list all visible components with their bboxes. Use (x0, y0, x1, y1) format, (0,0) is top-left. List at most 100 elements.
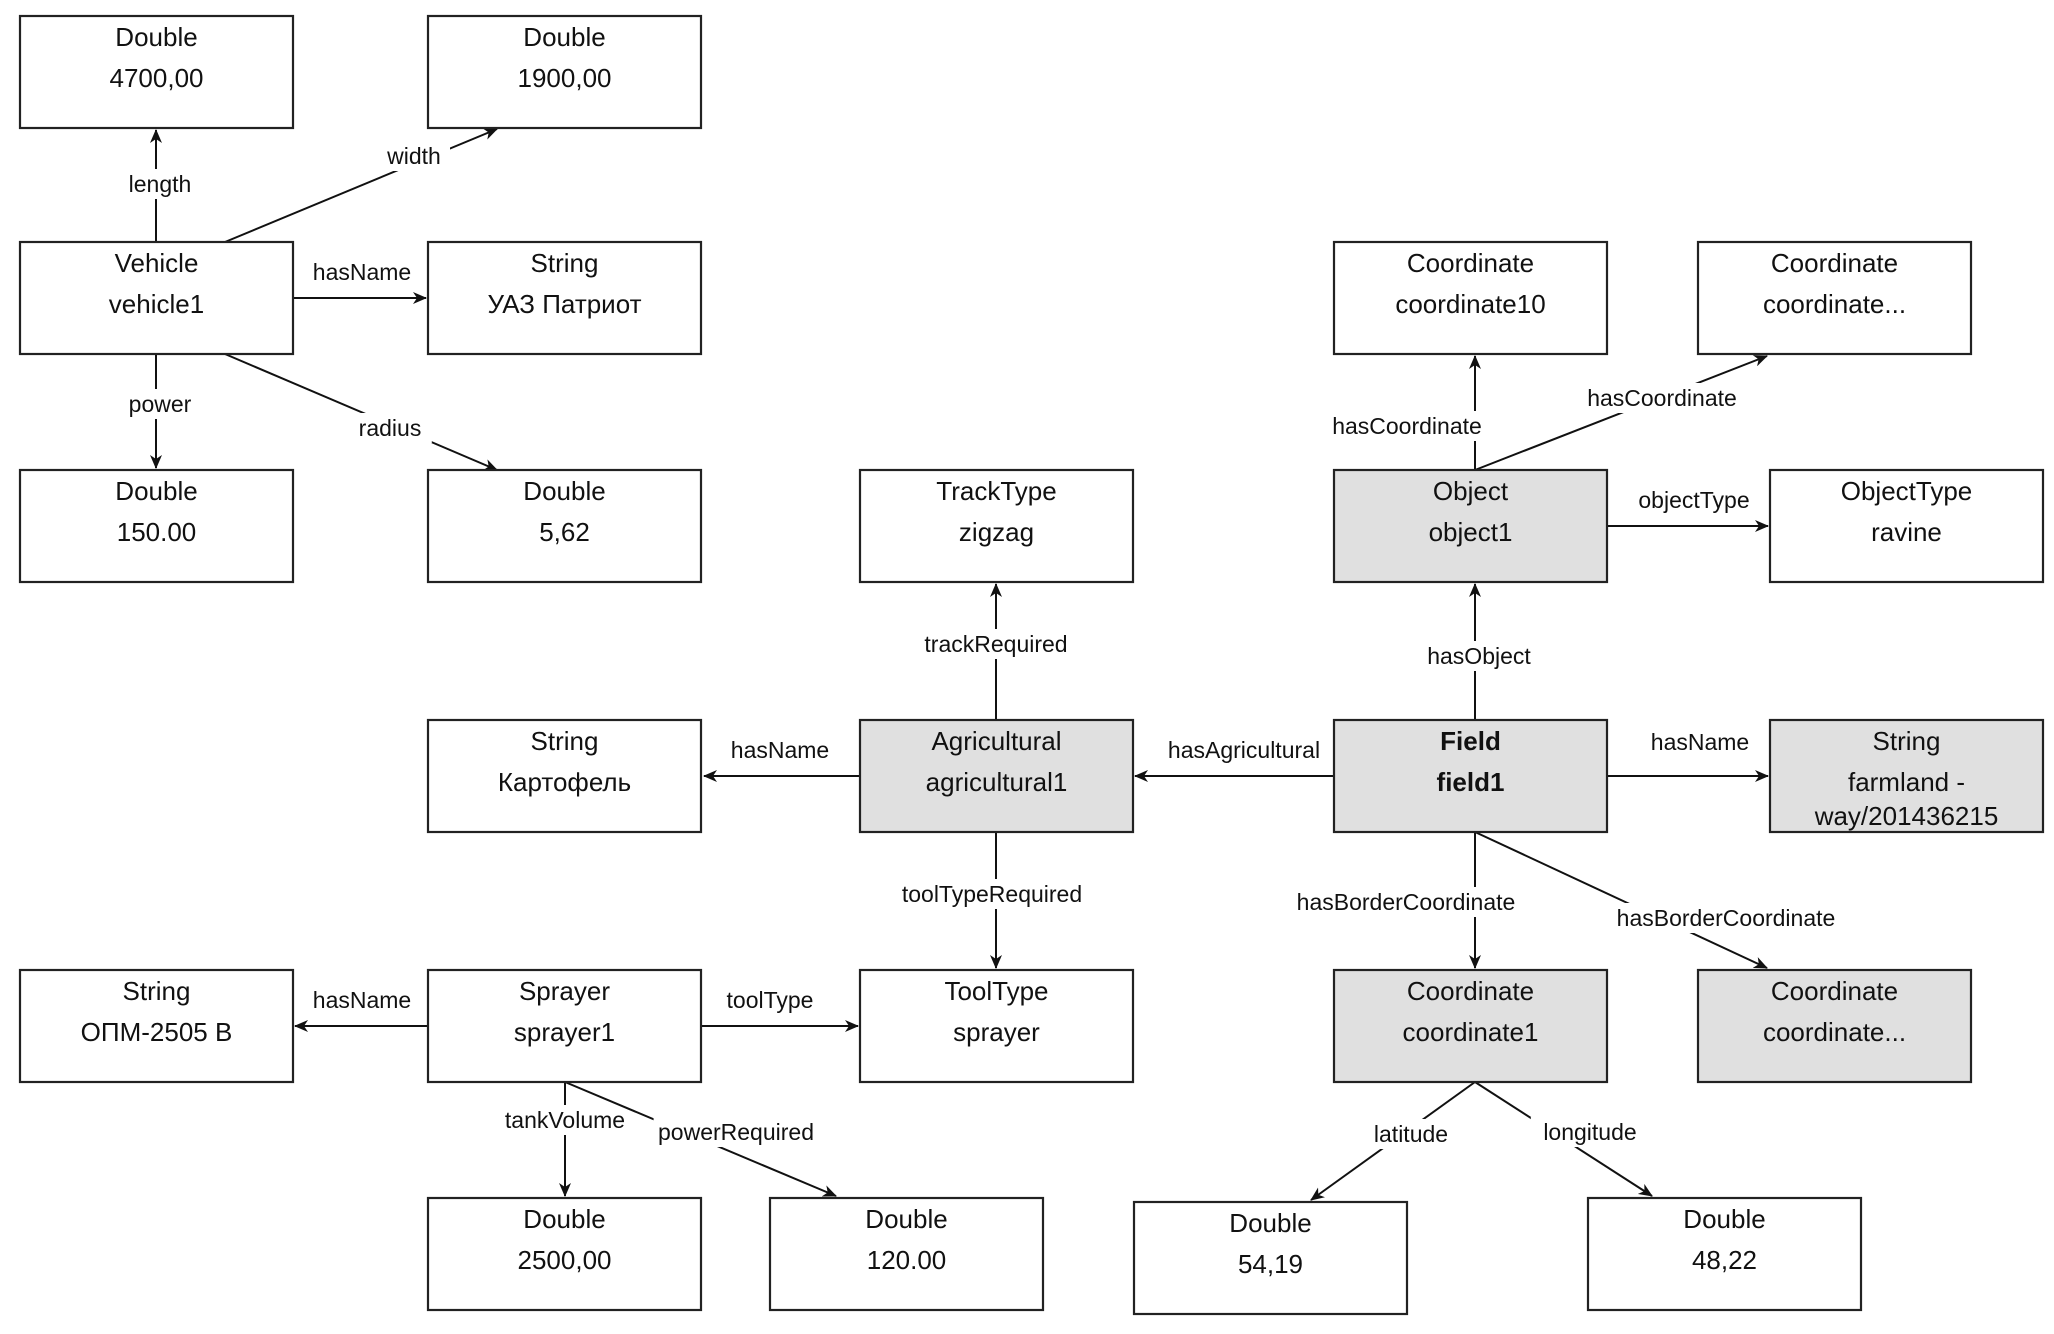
edge-lat: latitude (1310, 1081, 1476, 1201)
node-box (1768, 718, 2045, 834)
edge-label-background (314, 985, 410, 1015)
edge-label: power (129, 391, 192, 417)
node-value-label: coordinate... (1763, 1017, 1906, 1047)
node-lat[interactable]: Double 54,19 (1132, 1200, 1409, 1316)
edge-powreq: powerRequired (564, 1081, 837, 1197)
edge-label: hasName (1651, 729, 1749, 755)
node-box (858, 718, 1135, 834)
edge-label-background (1530, 1117, 1650, 1147)
node-track[interactable]: TrackType zigzag (858, 468, 1135, 584)
node-value-label: field1 (1437, 767, 1505, 797)
node-value-label: 150.00 (117, 517, 197, 547)
edge-tooltype: toolType (701, 985, 859, 1032)
node-box (426, 1196, 703, 1312)
edge-label-background (913, 629, 1079, 659)
node-cdots[interactable]: Coordinatecoordinate... (1696, 240, 1973, 356)
node-box (18, 468, 295, 584)
edge-shasname: hasName (294, 985, 428, 1032)
node-type-label: Double (1229, 1208, 1311, 1238)
edge-hasobject: hasObject (1419, 583, 1539, 720)
edge-radius: radius (224, 353, 498, 471)
node-box (18, 240, 295, 356)
node-value-label: object1 (1429, 517, 1513, 547)
node-type-label: ToolType (944, 976, 1048, 1006)
edge-label-background (1324, 411, 1490, 441)
edge-label-background (1608, 903, 1844, 933)
node-value-label: ravine (1871, 517, 1942, 547)
node-value-label: sprayer (953, 1017, 1040, 1047)
edge-label: radius (359, 415, 422, 441)
node-value-label: coordinate... (1763, 289, 1906, 319)
node-box (1332, 968, 1609, 1084)
nodes-layer: Double4700,00Double1900,00Vehiclevehicle… (18, 14, 2045, 1316)
node-box (1696, 968, 1973, 1084)
node-value-label: coordinate1 (1403, 1017, 1539, 1047)
node-value-label: 54,19 (1238, 1249, 1303, 1279)
node-box (426, 968, 703, 1084)
edge-label-background (1150, 735, 1338, 765)
node-box (1332, 718, 1609, 834)
node-box (1332, 240, 1609, 356)
edge-label: toolType (727, 987, 814, 1013)
node-box (858, 468, 1135, 584)
edge-border1: hasBorderCoordinate (1288, 832, 1524, 969)
edge-power: power (124, 354, 196, 469)
edge-label: hasName (313, 987, 411, 1013)
edge-label: longitude (1543, 1119, 1636, 1145)
node-value-label: zigzag (959, 517, 1034, 547)
edge-label: latitude (1374, 1121, 1448, 1147)
node-type-label: String (1873, 726, 1941, 756)
node-box (1332, 468, 1609, 584)
node-value-label: agricultural1 (926, 767, 1068, 797)
edge-label-background (1579, 383, 1745, 413)
edge-fhasname: hasName (1607, 727, 1769, 782)
edge-objtype: objectType (1607, 485, 1769, 532)
node-lon[interactable]: Double 48,22 (1586, 1196, 1863, 1312)
node-value-label: 1900,00 (518, 63, 612, 93)
node-tool[interactable]: ToolType sprayer (858, 968, 1135, 1084)
edge-label: hasObject (1427, 643, 1531, 669)
edge-length: length (118, 129, 202, 242)
node-type-label: Coordinate (1407, 248, 1534, 278)
edge-hasagri: hasAgricultural (1134, 735, 1338, 782)
edge-label-background (348, 413, 432, 443)
edge-label-background (653, 1117, 819, 1147)
node-bdots[interactable]: Coordinatecoordinate... (1696, 968, 1973, 1084)
node-value-label: 48,22 (1692, 1245, 1757, 1275)
node-type-label: Double (1683, 1204, 1765, 1234)
edge-label: hasBorderCoordinate (1297, 889, 1516, 915)
node-type-label: TrackType (936, 476, 1056, 506)
edge-label-background (1288, 887, 1524, 917)
edge-tank: tankVolume (500, 1082, 630, 1197)
edge-hascoord1: hasCoordinate (1324, 355, 1490, 470)
edge-label: hasCoordinate (1332, 413, 1482, 439)
edge-label-background (314, 257, 410, 287)
edge-label: tankVolume (505, 1107, 625, 1133)
node-box (768, 1196, 1045, 1312)
node-box (426, 468, 703, 584)
node-field[interactable]: Field field1 (1332, 718, 1609, 834)
edge-label: hasName (731, 737, 829, 763)
node-box (1586, 1196, 1863, 1312)
edge-label: hasCoordinate (1587, 385, 1737, 411)
node-type-label: Field (1440, 726, 1501, 756)
edge-label-background (124, 389, 196, 419)
